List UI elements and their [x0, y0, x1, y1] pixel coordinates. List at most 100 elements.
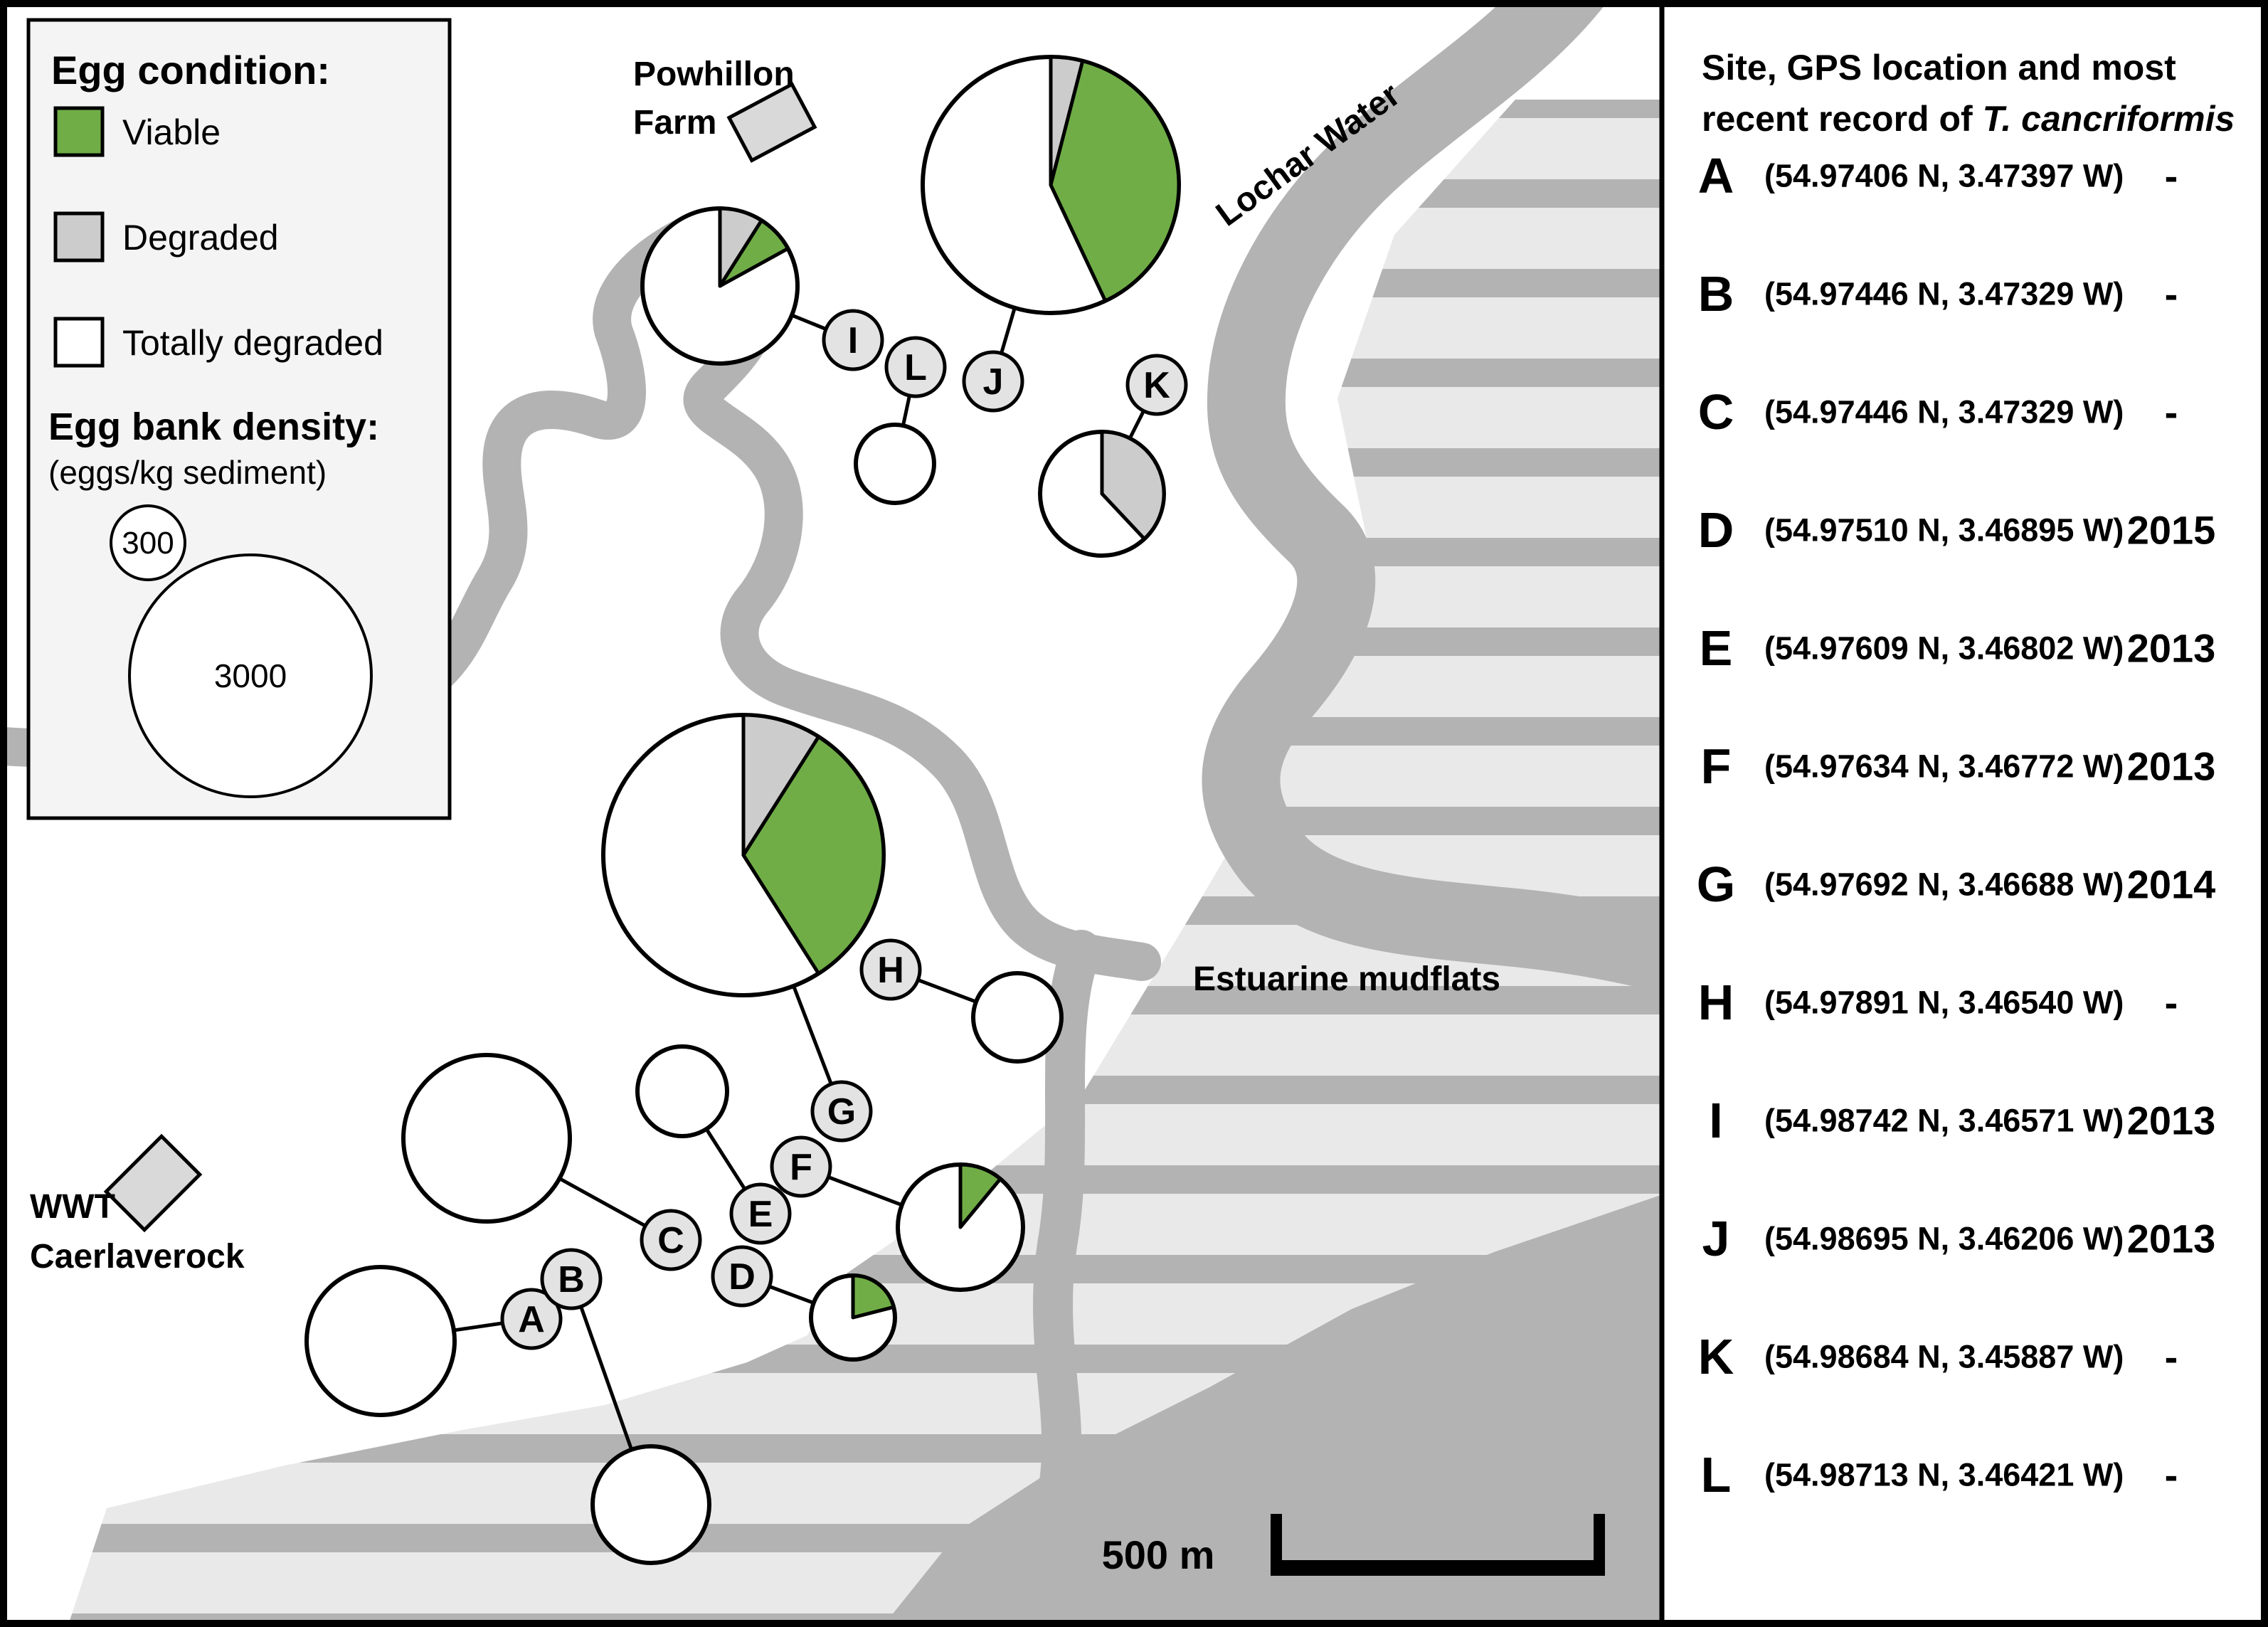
row-site-letter-B: B	[1698, 266, 1734, 322]
legend: Egg condition: Viable Degraded Totally d…	[26, 18, 452, 820]
site-bubble-B: B	[540, 1248, 603, 1310]
pie-E-slice-totally-degraded	[635, 1044, 729, 1138]
site-bubble-letter-B: B	[558, 1259, 585, 1300]
row-gps-K: (54.98684 N, 3.45887 W)	[1764, 1339, 2124, 1375]
wwt-label-line1: WWT	[30, 1188, 115, 1226]
site-bubble-circle-E	[729, 1182, 792, 1245]
totally-degraded-label: Totally degraded	[122, 323, 383, 363]
pie-H-slice-totally-degraded	[971, 971, 1064, 1064]
pie-site-C	[401, 1053, 572, 1224]
row-year-K: -	[2165, 1335, 2178, 1379]
site-bubble-letter-I: I	[848, 320, 858, 361]
wwt-caerlaverock-building	[103, 1133, 203, 1233]
site-pie-charts	[304, 55, 1181, 1565]
pie-G-slice-degraded	[741, 713, 821, 857]
table-row-F: F (54.97634 N, 3.46772 W)2013	[1701, 738, 2216, 794]
row-gps-G: (54.97692 N, 3.46688 W)	[1764, 867, 2124, 903]
row-site-letter-H: H	[1698, 975, 1734, 1030]
creek-channel-through-mudflats	[1031, 930, 1101, 1627]
legend-egg-condition-title: Egg condition:	[51, 48, 330, 92]
site-bubble-circle-C	[640, 1209, 702, 1271]
row-gps-D: (54.97510 N, 3.46895 W)	[1764, 512, 2124, 548]
row-gps-H: (54.97891 N, 3.46540 W)	[1764, 985, 2124, 1021]
site-bubble-circle-A	[500, 1288, 563, 1350]
site-bubble-circle-J	[962, 350, 1024, 413]
site-bubble-letter-G: G	[827, 1091, 856, 1133]
row-year-A: -	[2165, 154, 2178, 198]
site-bubble-letter-H: H	[877, 950, 904, 991]
pie-F-slice-viable	[958, 1162, 1002, 1229]
site-bubble-circle-H	[859, 938, 922, 1001]
row-gps-F: (54.97634 N, 3.46772 W)	[1764, 748, 2124, 785]
table-row-B: B(54.97446 N, 3.47329 W)-	[1698, 266, 2178, 322]
table-row-I: I (54.98742 N, 3.46571 W)2013	[1709, 1093, 2215, 1148]
site-bubble-E: E	[729, 1182, 792, 1245]
table-row-E: E(54.97609 N, 3.46802 W)2013	[1700, 620, 2216, 676]
row-gps-J: (54.98695 N, 3.46206 W)	[1764, 1221, 2124, 1257]
pie-site-J	[921, 55, 1181, 315]
site-bubble-letter-D: D	[728, 1256, 756, 1298]
row-gps-I: (54.98742 N, 3.46571 W)	[1764, 1103, 2124, 1139]
pie-B-slice-totally-degraded	[590, 1444, 711, 1565]
row-year-F: 2013	[2127, 744, 2216, 789]
site-bubble-A: A	[500, 1288, 563, 1350]
density-circle-3000	[128, 553, 373, 798]
info-panel-background	[1663, 0, 2268, 1627]
site-bubble-J: J	[962, 350, 1024, 413]
site-bubble-H: H	[859, 938, 922, 1001]
table-row-J: J(54.98695 N, 3.46206 W)2013	[1702, 1211, 2216, 1266]
legend-density-subtitle: (eggs/kg sediment)	[48, 454, 327, 491]
mudflats-bottom-left	[68, 1330, 918, 1627]
pie-site-B	[590, 1444, 711, 1565]
row-gps-B: (54.97446 N, 3.47329 W)	[1764, 276, 2124, 312]
density-circle-300-label: 300	[122, 526, 174, 561]
pie-site-G	[601, 713, 886, 997]
table-row-C: C(54.97446 N, 3.47329 W)-	[1698, 384, 2178, 440]
lochar-water-river	[1202, 0, 1718, 996]
pie-site-K	[1038, 430, 1166, 558]
row-year-G: 2014	[2127, 862, 2216, 907]
site-bubble-circle-G	[810, 1080, 873, 1143]
row-site-letter-C: C	[1698, 384, 1734, 440]
site-bubble-letter-J: J	[983, 361, 1004, 403]
site-bubble-circle-F	[770, 1135, 832, 1198]
table-row-D: D (54.97510 N, 3.46895 W)2015	[1698, 502, 2216, 558]
site-bubble-letter-K: K	[1143, 365, 1170, 406]
row-year-J: 2013	[2127, 1217, 2216, 1261]
pie-I-slice-degraded	[718, 206, 763, 288]
site-bubble-letter-L: L	[904, 347, 927, 388]
pie-site-F	[896, 1162, 1025, 1292]
site-bubble-circle-K	[1125, 354, 1188, 416]
pie-site-A	[304, 1265, 457, 1417]
site-bubble-letter-A: A	[518, 1299, 545, 1340]
scale-bar	[1271, 1514, 1605, 1576]
row-site-letter-I: I	[1709, 1093, 1722, 1148]
table-row-G: G(54.97692 N, 3.46688 W)2014	[1697, 857, 2216, 912]
pie-C-slice-totally-degraded	[401, 1053, 572, 1224]
pie-K-slice-degraded	[1100, 430, 1166, 541]
row-site-letter-D: D	[1698, 502, 1734, 558]
row-gps-L: (54.98713 N, 3.46421 W)	[1764, 1457, 2124, 1493]
site-bubble-letter-C: C	[657, 1220, 684, 1261]
totally-degraded-swatch	[53, 317, 105, 368]
row-year-D: 2015	[2127, 508, 2216, 553]
site-bubble-K: K	[1125, 354, 1188, 416]
site-table: A(54.97406 N, 3.47397 W)-B(54.97446 N, 3…	[1697, 148, 2216, 1503]
row-site-letter-F: F	[1701, 738, 1732, 794]
panel-title-line1: Site, GPS location and most	[1702, 48, 2176, 88]
row-year-E: 2013	[2127, 626, 2216, 671]
table-row-K: K(54.98684 N, 3.45887 W)-	[1698, 1329, 2178, 1384]
site-bubble-circle-I	[822, 309, 884, 371]
row-year-I: 2013	[2127, 1098, 2216, 1143]
table-row-H: H(54.97891 N, 3.46540 W)-	[1698, 975, 2178, 1030]
row-gps-A: (54.97406 N, 3.47397 W)	[1764, 158, 2124, 194]
site-bubble-F: F	[770, 1135, 832, 1198]
pie-A-slice-totally-degraded	[304, 1265, 457, 1417]
site-bubble-D: D	[711, 1245, 773, 1308]
row-year-L: -	[2165, 1453, 2178, 1498]
scale-bar-label: 500 m	[1102, 1532, 1215, 1577]
site-bubble-C: C	[640, 1209, 702, 1271]
site-bubble-letter-E: E	[748, 1194, 773, 1235]
site-bubble-circle-L	[884, 336, 947, 398]
